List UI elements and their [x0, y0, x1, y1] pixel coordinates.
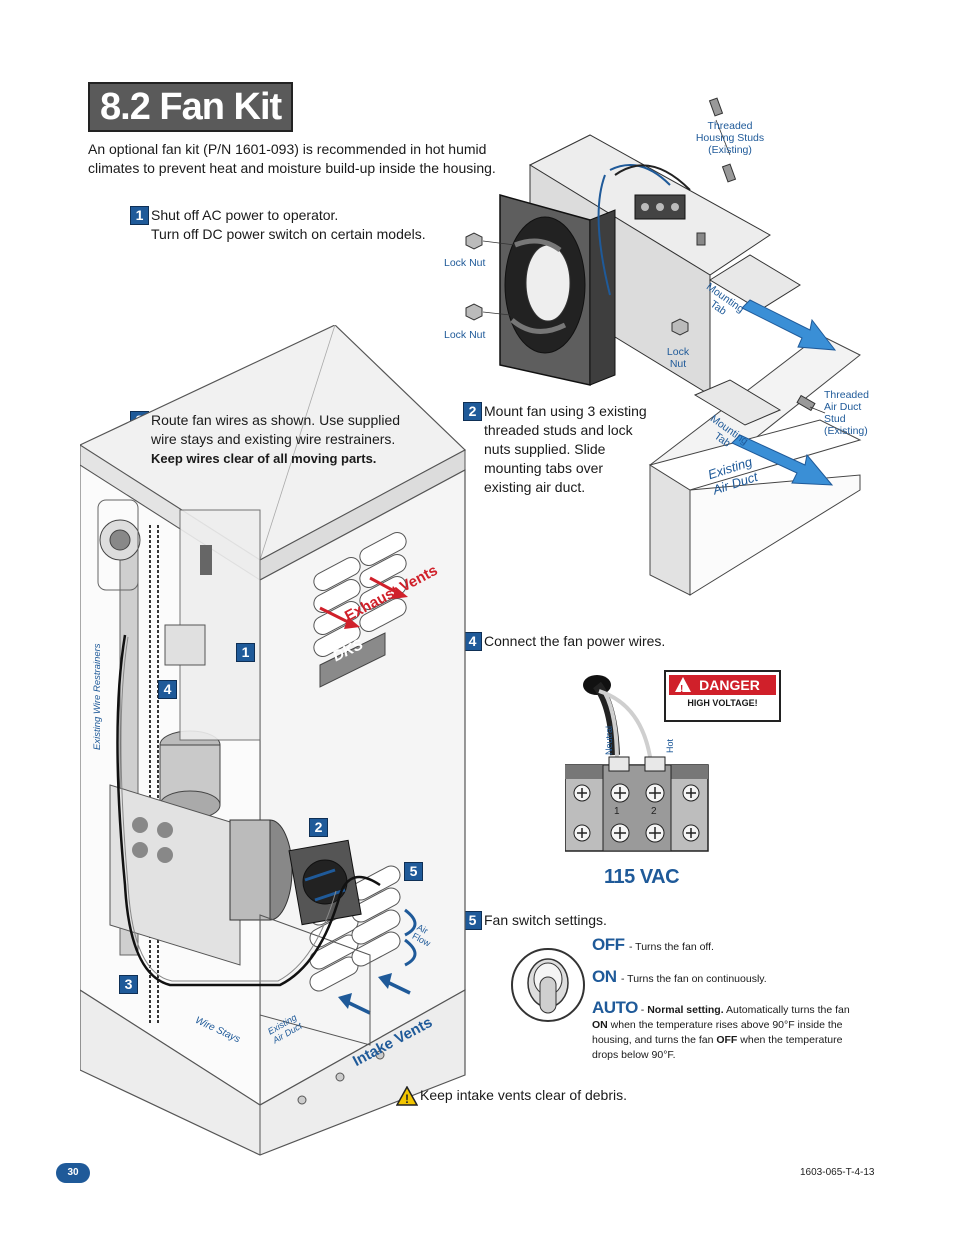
callout-badge: 3	[119, 975, 138, 994]
label-line: Lock	[666, 346, 690, 358]
svg-text:!: !	[405, 1092, 409, 1106]
toggle-switch-illustration	[511, 948, 585, 1022]
page-title: 8.2 Fan Kit	[88, 82, 294, 132]
terminal-1-label: 1	[614, 806, 620, 817]
step-warning-bold: Keep wires clear of all moving parts.	[151, 451, 377, 466]
on-desc: - Turns the fan on continuously.	[620, 973, 767, 985]
voltage-label: 115 VAC	[604, 866, 680, 888]
lock-nut-label: Lock Nut	[444, 329, 486, 341]
neutral-label: Neutral	[604, 725, 614, 755]
auto-on-word: ON	[592, 1019, 608, 1031]
wiring-diagram	[565, 675, 709, 852]
callout-badge: 1	[236, 643, 255, 662]
step-1: 1	[130, 206, 149, 225]
threaded-air-duct-stud-label: Threaded Air Duct Stud (Existing)	[824, 389, 869, 437]
callout-number: 2	[309, 818, 328, 837]
step-2: 2	[463, 402, 482, 421]
step-3-text: Route fan wires as shown. Use supplied w…	[151, 411, 451, 468]
hot-label: Hot	[665, 738, 675, 753]
lock-nut-label: Lock Nut	[663, 346, 693, 370]
auto-desc: Automatically turns the fan	[725, 1004, 850, 1016]
step-line: Mount fan using 3 existing	[484, 403, 647, 419]
warning-icon: !	[395, 1085, 419, 1111]
existing-wire-restrainers-label: Existing Wire Restrainers	[92, 643, 103, 750]
step-line: mounting tabs over	[484, 460, 604, 476]
auto-desc: when the temperature drops below 90°F.	[592, 1034, 843, 1061]
label-line: (Existing)	[824, 425, 868, 437]
terminal-2-label: 2	[651, 806, 657, 817]
step-1-text: Shut off AC power to operator. Turn off …	[151, 206, 451, 244]
housing-illustration	[80, 325, 467, 1156]
lock-nut-label: Lock Nut	[444, 257, 486, 269]
auto-normal: Normal setting.	[647, 1004, 724, 1016]
on-label: ON	[592, 967, 617, 986]
fan-assembly-illustration	[465, 97, 862, 596]
callout-number: 3	[119, 975, 138, 994]
label-line: Housing Studs	[695, 132, 765, 144]
label-line: (Existing)	[708, 144, 752, 156]
label-line: Threaded	[707, 120, 753, 132]
step-number: 1	[130, 206, 149, 225]
label-line: Nut	[669, 358, 687, 370]
auto-desc: when the temperature rises above 90°F in…	[592, 1019, 843, 1046]
step-5-text: Fan switch settings.	[484, 912, 607, 928]
label-line: Air Duct	[824, 401, 862, 413]
callout-badge: 5	[404, 862, 423, 881]
step-4-text: Connect the fan power wires.	[484, 633, 666, 649]
danger-header: ! DANGER	[669, 675, 776, 695]
exclamation-icon: !	[680, 684, 684, 695]
callout-badge: 2	[309, 818, 328, 837]
intro-paragraph: An optional fan kit (P/N 1601-093) is re…	[88, 141, 496, 176]
setting-on: ON - Turns the fan on continuously.	[592, 967, 767, 987]
callout-number: 1	[236, 643, 255, 662]
step-line: Route fan wires as shown. Use supplied	[151, 412, 401, 428]
callout-badge: 4	[158, 680, 177, 699]
label-line: Threaded	[824, 389, 869, 401]
warning-text: Keep intake vents clear of debris.	[420, 1087, 628, 1103]
auto-off-word: OFF	[716, 1034, 738, 1046]
step-line: wire stays and existing wire restrainers…	[151, 431, 396, 447]
threaded-housing-studs-label: Threaded Housing Studs (Existing)	[690, 120, 770, 156]
step-2-text: Mount fan using 3 existing threaded stud…	[484, 402, 664, 497]
page-number: 30	[56, 1163, 90, 1183]
callout-number: 5	[404, 862, 423, 881]
off-desc: - Turns the fan off.	[628, 941, 714, 953]
setting-off: OFF - Turns the fan off.	[592, 935, 714, 955]
step-number: 2	[463, 402, 482, 421]
off-label: OFF	[592, 935, 625, 954]
danger-text: DANGER	[699, 677, 760, 693]
callout-number: 4	[158, 680, 177, 699]
high-voltage-text: HIGH VOLTAGE!	[687, 698, 758, 708]
step-line: Shut off AC power to operator.	[151, 207, 339, 223]
step-line: nuts supplied. Slide	[484, 441, 606, 457]
danger-sign: ! DANGER HIGH VOLTAGE!	[664, 670, 781, 722]
label-line: Stud	[824, 413, 846, 425]
document-code: 1603-065-T-4-13	[800, 1167, 875, 1178]
setting-auto: AUTO - Normal setting. Automatically tur…	[592, 998, 850, 1061]
step-line: threaded studs and lock	[484, 422, 633, 438]
step-line: Turn off DC power switch on certain mode…	[151, 226, 426, 242]
warning-triangle-icon	[675, 677, 691, 692]
auto-label: AUTO	[592, 998, 638, 1017]
step-line: existing air duct.	[484, 479, 586, 495]
